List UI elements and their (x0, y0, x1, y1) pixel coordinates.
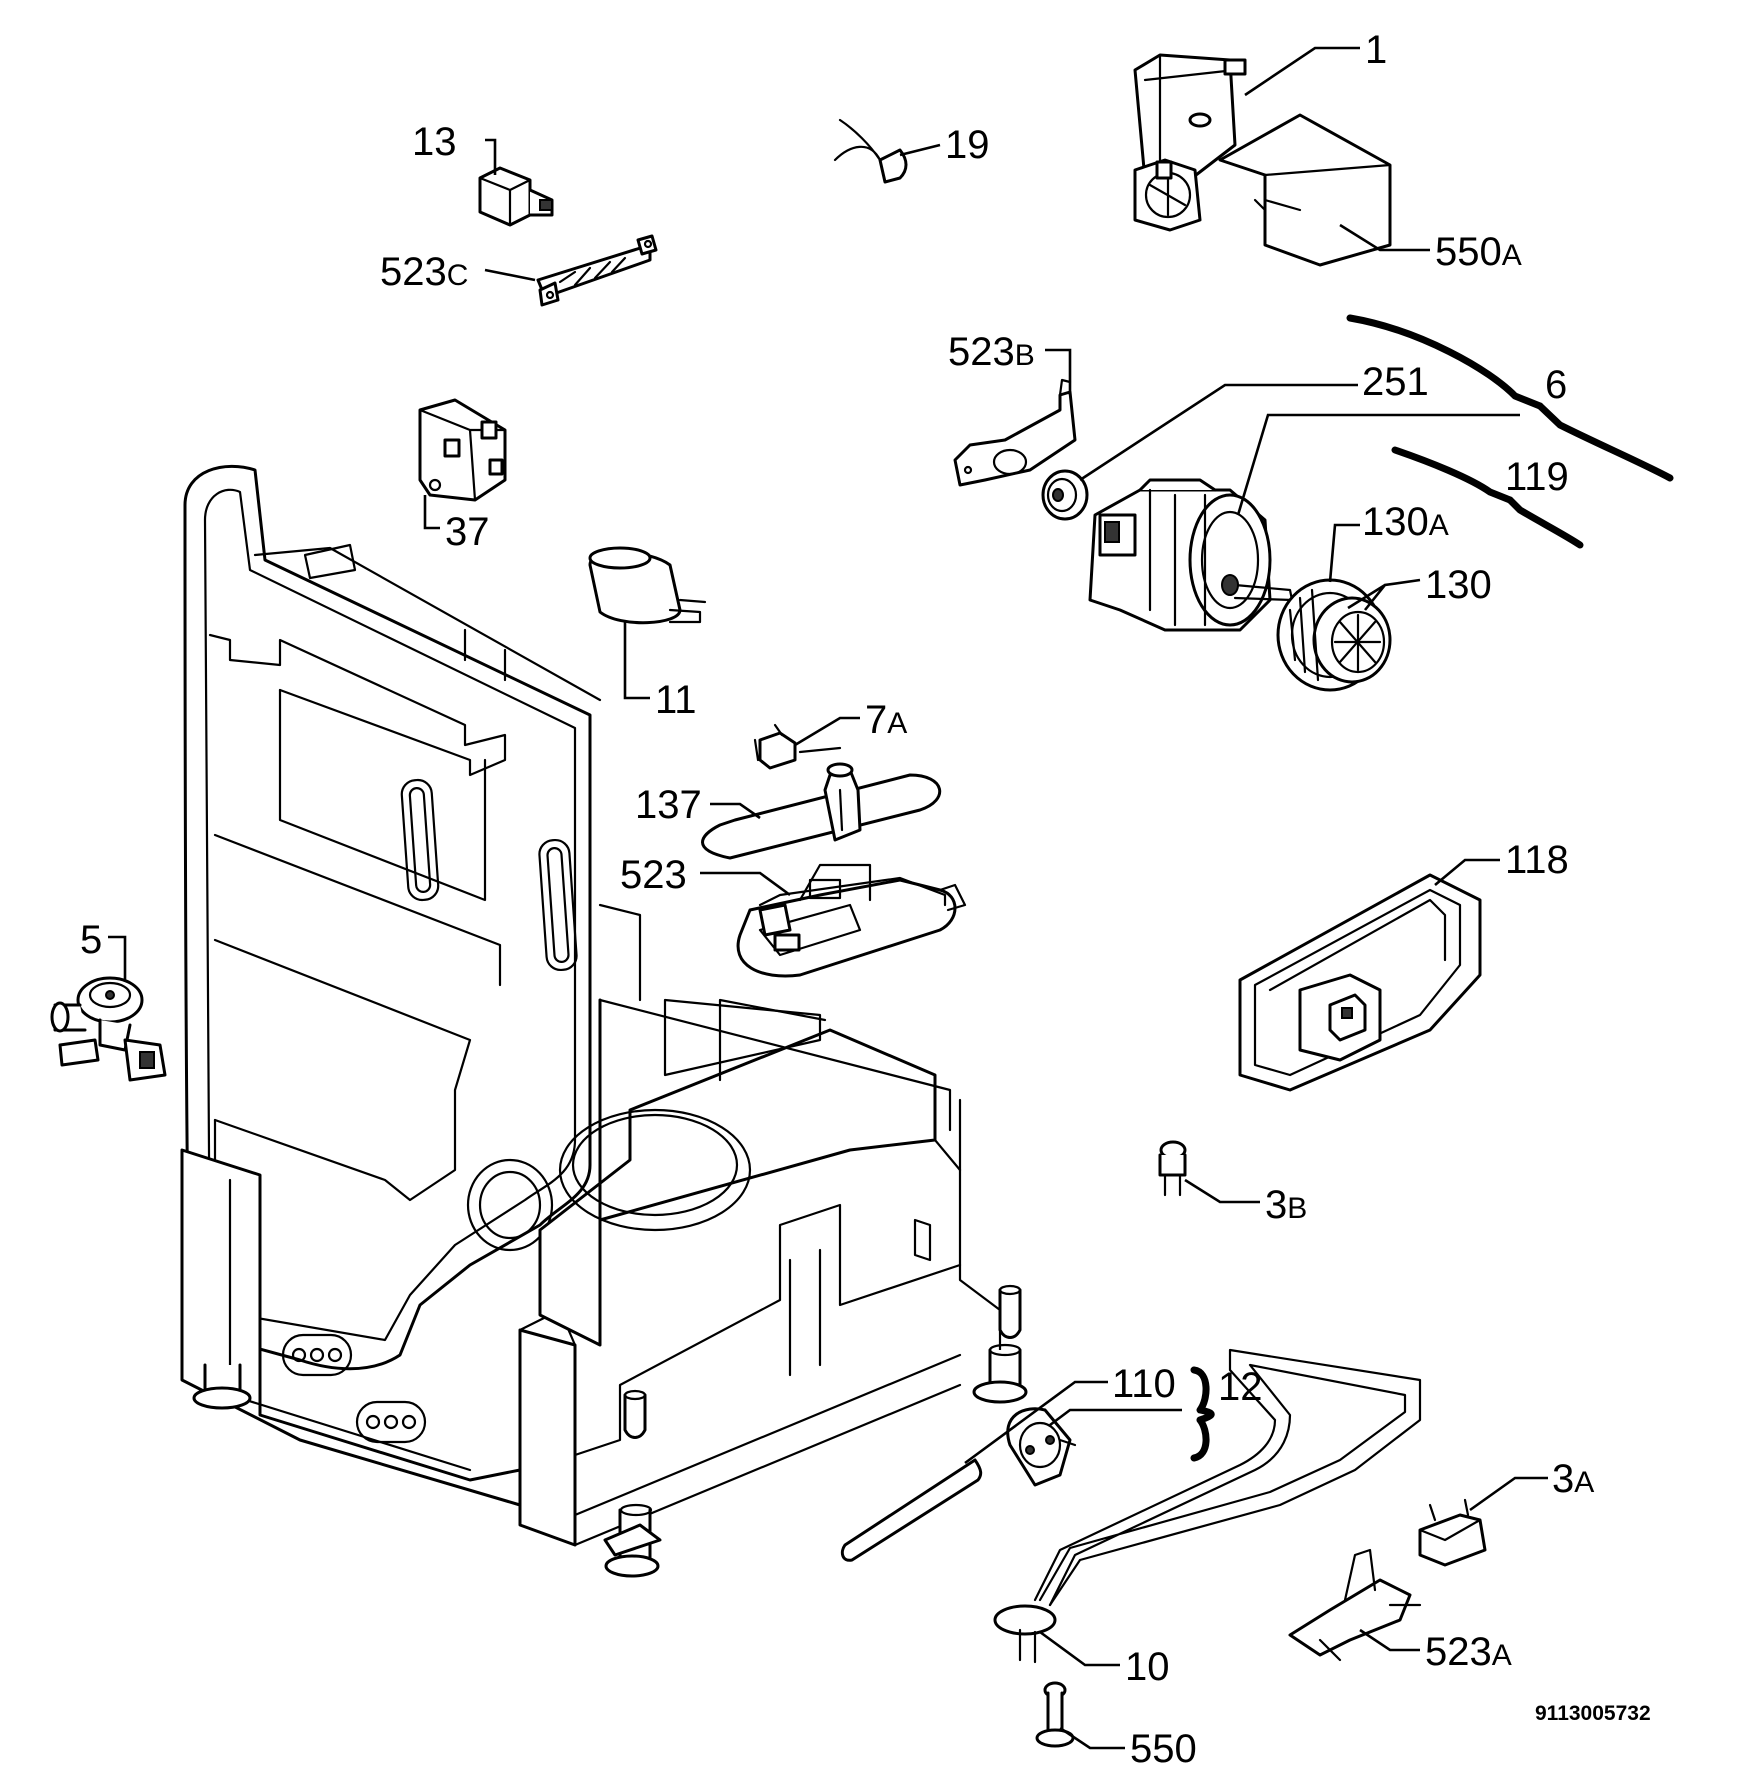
seal-part-251 (1041, 469, 1089, 521)
callout-523c: 523C (380, 250, 468, 294)
callout-37: 37 (445, 510, 490, 554)
part-7a (753, 723, 842, 770)
callout-6: 6 (1545, 363, 1567, 407)
callout-523a: 523A (1425, 1630, 1512, 1674)
leader-lines (108, 46, 1548, 1750)
heating-element-part-10 (993, 1348, 1422, 1664)
callout-130a: 130A (1362, 500, 1449, 544)
brace-group-119-upper (1391, 446, 1514, 504)
timer-part-1 (1133, 53, 1247, 232)
switch-part-13 (478, 166, 554, 227)
callout-137: 137 (635, 783, 702, 827)
wire-part-19 (833, 118, 908, 184)
sensor-part-3b (1158, 1140, 1187, 1197)
brace-group-6-upper (1346, 314, 1544, 410)
callout-7a: 7A (865, 698, 907, 742)
brace-group-6-lower (1536, 402, 1674, 482)
callout-10: 10 (1125, 1645, 1170, 1689)
module-part-37 (418, 398, 507, 502)
pressure-switch-part-110 (1006, 1407, 1077, 1487)
screw-part-550 (1035, 1681, 1075, 1748)
callout-523: 523 (620, 853, 687, 897)
callout-550: 550 (1130, 1727, 1197, 1771)
circulation-pump-motor (1088, 478, 1294, 632)
tray-part-523 (736, 863, 967, 978)
callout-19: 19 (945, 123, 990, 167)
callout-251: 251 (1362, 360, 1429, 404)
callout-3b: 3B (1265, 1183, 1307, 1227)
callout-119: 119 (1505, 455, 1569, 499)
brace-group-119-lower (1506, 496, 1584, 549)
part-3a (1418, 1498, 1487, 1567)
callout-523b: 523B (948, 330, 1035, 374)
callout-5: 5 (80, 918, 102, 962)
inlet-valve-part-5 (50, 976, 167, 1082)
cover-part-550a (1218, 113, 1392, 267)
callout-13: 13 (412, 120, 457, 164)
callout-118: 118 (1505, 838, 1569, 882)
bracket-part-523c (536, 234, 658, 307)
cover-part-137 (701, 762, 942, 860)
capacitor-part-11 (588, 546, 707, 625)
impeller-part-130 (1276, 578, 1392, 692)
callout-1: 1 (1365, 28, 1387, 72)
callout-130: 130 (1425, 563, 1492, 607)
callout-550a: 550A (1435, 230, 1522, 274)
hose-part-12 (840, 1458, 983, 1562)
callout-110: 110 (1112, 1362, 1176, 1406)
callout-3a: 3A (1552, 1457, 1594, 1501)
drawing-reference-number: 9113005732 (1535, 1702, 1651, 1725)
bracket-part-523b (953, 378, 1077, 487)
tub-frame (180, 464, 1028, 1578)
callout-12: 12 (1218, 1365, 1263, 1409)
bracket-part-523a (1288, 1548, 1422, 1662)
dispenser-part-118 (1238, 873, 1482, 1092)
callout-11: 11 (655, 678, 697, 722)
brace-group-12 (1190, 1366, 1215, 1462)
